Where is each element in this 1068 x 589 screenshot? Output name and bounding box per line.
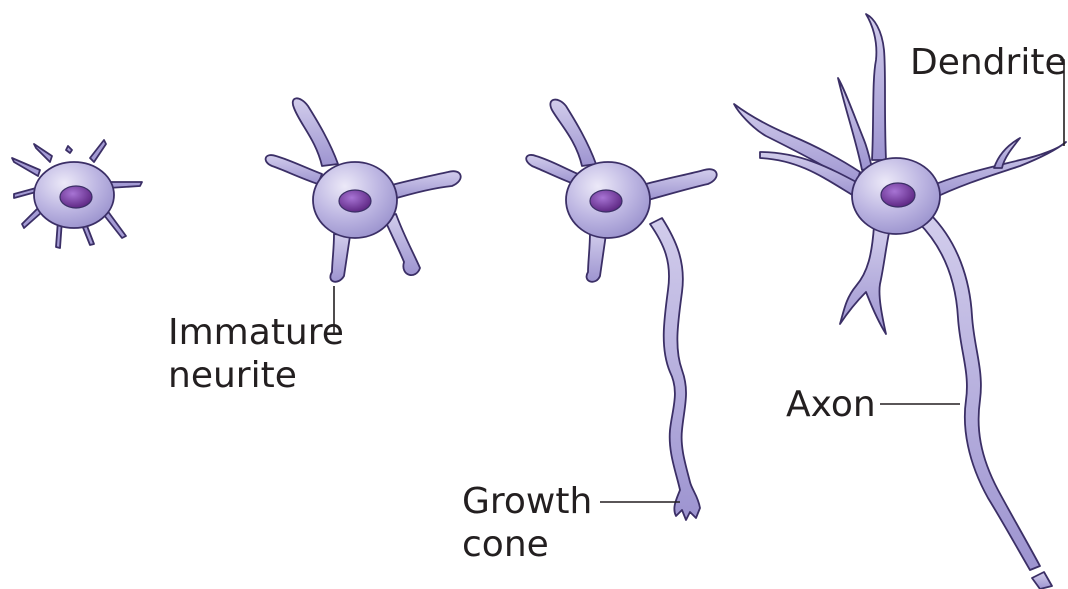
growth-cone-label-line1: Growth bbox=[462, 481, 592, 522]
stage2-cell bbox=[266, 98, 461, 281]
growth-cone-label-group: Growth cone bbox=[462, 481, 680, 565]
stage3-axon bbox=[650, 218, 700, 520]
stage4-dendrite-top bbox=[866, 14, 886, 160]
growth-cone-label-line2: cone bbox=[462, 524, 549, 565]
axon-label-group: Axon bbox=[786, 384, 960, 425]
immature-neurite-label-group: Immature neurite bbox=[168, 286, 344, 396]
stage2-neurite-lower-left bbox=[330, 234, 350, 282]
stage1-nucleus bbox=[60, 186, 92, 208]
immature-neurite-label-line1: Immature bbox=[168, 312, 344, 353]
dendrite-label-group: Dendrite bbox=[910, 42, 1067, 146]
stage4-axon-break bbox=[1032, 572, 1052, 589]
stage4-nucleus bbox=[881, 183, 915, 207]
stage1-cell bbox=[12, 140, 142, 248]
stage4-axon bbox=[918, 214, 1040, 570]
stage3-nucleus bbox=[590, 190, 622, 212]
stage4-dendrite-lower-left bbox=[840, 226, 890, 334]
stage3-cell bbox=[526, 100, 717, 520]
stage2-neurite-upper bbox=[293, 98, 338, 166]
stage2-neurite-left bbox=[266, 155, 322, 184]
axon-label: Axon bbox=[786, 384, 876, 425]
dendrite-label: Dendrite bbox=[910, 42, 1067, 83]
stage4-dendrite-right bbox=[926, 142, 1066, 200]
immature-neurite-label-line2: neurite bbox=[168, 355, 297, 396]
stage2-neurite-right bbox=[388, 171, 461, 200]
stage4-cell bbox=[734, 14, 1066, 589]
stage4-dendrite-top-left bbox=[838, 78, 872, 170]
stage2-nucleus bbox=[339, 190, 371, 212]
